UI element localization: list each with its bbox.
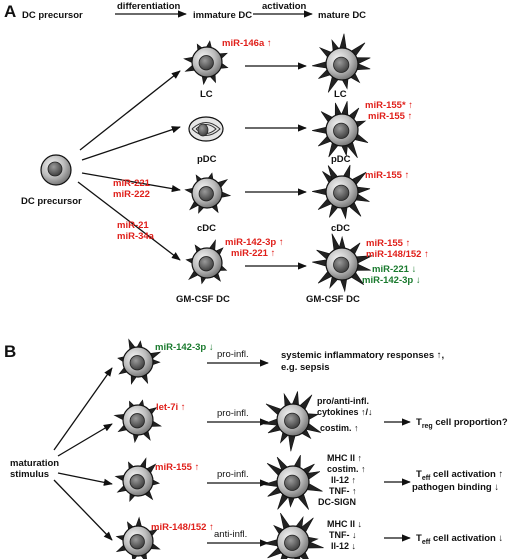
mature-label-lc: LC bbox=[334, 89, 347, 100]
immature-cdc-cell-icon bbox=[184, 172, 232, 214]
stimulus-label-1: maturation bbox=[10, 458, 59, 469]
panel-a-label: A bbox=[4, 2, 16, 21]
path-mir-221: miR-221 bbox=[113, 178, 151, 189]
stimulated-cell-3-icon bbox=[114, 457, 161, 503]
diff-arrow-lc bbox=[79, 70, 181, 151]
b-effect-148-tnf: TNF- ↓ bbox=[329, 530, 357, 540]
precursor-cell-icon bbox=[40, 154, 72, 186]
panel-b-label: B bbox=[4, 342, 16, 361]
b-mature-cell-4-icon bbox=[263, 512, 324, 559]
b-result-teff-down: Teff cell activation ↓ bbox=[416, 533, 503, 546]
b-effect-let7i-2: cytokines ↑/↓ bbox=[317, 407, 373, 417]
b-mir-155: miR-155 ↑ bbox=[155, 462, 199, 473]
path-mir-222: miR-222 bbox=[113, 189, 150, 200]
mature-label-gmcsf: GM-CSF DC bbox=[306, 294, 360, 305]
diff-arrow-pdc bbox=[81, 126, 181, 161]
b-effect-155-dcsign: DC-SIGN bbox=[318, 497, 356, 507]
b-mir-148-152: miR-148/152 ↑ bbox=[151, 522, 214, 533]
mature-mir-155-cdc: miR-155 ↑ bbox=[365, 170, 409, 181]
header-activation: activation bbox=[262, 1, 307, 12]
mature-mir-142-3p-down: miR-142-3p ↓ bbox=[362, 275, 421, 286]
b-effect-let7i-1: pro/anti-infl. bbox=[317, 396, 369, 406]
b-outcome-sepsis: e.g. sepsis bbox=[281, 362, 330, 373]
b-effect-155-tnf: TNF- ↑ bbox=[329, 486, 357, 496]
b-effect-148-il12: Il-12 ↓ bbox=[331, 541, 356, 551]
b-result-teff-up: Teff cell activation ↑ bbox=[416, 469, 503, 482]
immature-pdc-cell-icon bbox=[188, 116, 224, 142]
stimulus-label-2: stimulus bbox=[10, 469, 49, 480]
stim-arrow-3 bbox=[57, 472, 113, 486]
stim-arrow-2 bbox=[57, 423, 113, 457]
mature-label-cdc: cDC bbox=[331, 223, 350, 234]
b-effect-148-mhc: MHC II ↓ bbox=[327, 519, 362, 529]
immature-label-gmcsf: GM-CSF DC bbox=[176, 294, 230, 305]
b-result-treg: Treg cell proportion? bbox=[416, 417, 508, 430]
b-effect-155-mhc: MHC II ↑ bbox=[327, 453, 362, 463]
stim-arrow-4 bbox=[53, 479, 113, 541]
header-differentiation: differentiation bbox=[117, 1, 181, 12]
b-effect-155-il12: Il-12 ↑ bbox=[331, 475, 356, 485]
diff-arrow-cdc bbox=[81, 172, 181, 193]
stimulated-cell-4-icon bbox=[115, 516, 161, 559]
b-result-pathogen: pathogen binding ↓ bbox=[412, 482, 499, 493]
b-effect-let7i-3: costim. ↑ bbox=[320, 423, 359, 433]
mature-label-pdc: pDC bbox=[331, 154, 351, 165]
immature-mir-146a: miR-146a ↑ bbox=[222, 38, 272, 49]
immature-label-cdc: cDC bbox=[197, 223, 216, 234]
b-effect-155-costim: costim. ↑ bbox=[327, 464, 366, 474]
header-precursor: DC precursor bbox=[22, 10, 83, 21]
b-outcome-systemic: systemic inflammatory responses ↑, bbox=[281, 350, 444, 361]
path-mir-21: miR-21 bbox=[117, 220, 149, 231]
b-mir-142-3p: miR-142-3p ↓ bbox=[155, 342, 214, 353]
stimulated-cell-2-icon bbox=[113, 399, 162, 444]
b-let-7i: let-7i ↑ bbox=[156, 402, 186, 413]
immature-mir-142-3p: miR-142-3p ↑ bbox=[225, 237, 284, 248]
immature-lc-cell-icon bbox=[183, 40, 229, 86]
b-mature-cell-2-icon bbox=[263, 391, 322, 452]
mature-mir-148-152: miR-148/152 ↑ bbox=[366, 249, 429, 260]
mature-mir-155-pdc: miR-155 ↑ bbox=[368, 111, 412, 122]
immature-mir-221: miR-221 ↑ bbox=[231, 248, 275, 259]
mature-lc-cell-icon bbox=[312, 33, 371, 93]
mature-mir-155-gmcsf: miR-155 ↑ bbox=[366, 238, 410, 249]
header-immature: immature DC bbox=[193, 10, 252, 21]
b-arrow-label-2: pro-infl. bbox=[217, 408, 249, 419]
header-mature: mature DC bbox=[318, 10, 366, 21]
stimulated-cell-1-icon bbox=[117, 338, 162, 385]
mature-pdc-cell-icon bbox=[312, 101, 369, 158]
stim-arrow-1 bbox=[53, 367, 113, 451]
immature-label-lc: LC bbox=[200, 89, 213, 100]
b-mature-cell-3-icon bbox=[263, 454, 323, 510]
precursor-label: DC precursor bbox=[21, 196, 82, 207]
mature-mir-155-star: miR-155* ↑ bbox=[365, 100, 413, 111]
mature-cdc-cell-icon bbox=[312, 164, 371, 220]
path-mir-34a: miR-34a bbox=[117, 231, 155, 242]
mature-gmcsf-cell-icon bbox=[312, 233, 373, 293]
diff-arrow-gmcsf bbox=[77, 181, 181, 261]
b-arrow-label-1: pro-infl. bbox=[217, 349, 249, 360]
mature-mir-221-down: miR-221 ↓ bbox=[372, 264, 416, 275]
immature-gmcsf-cell-icon bbox=[185, 239, 228, 285]
b-arrow-label-4: anti-infl. bbox=[214, 529, 247, 540]
b-arrow-label-3: pro-infl. bbox=[217, 469, 249, 480]
immature-label-pdc: pDC bbox=[197, 154, 217, 165]
